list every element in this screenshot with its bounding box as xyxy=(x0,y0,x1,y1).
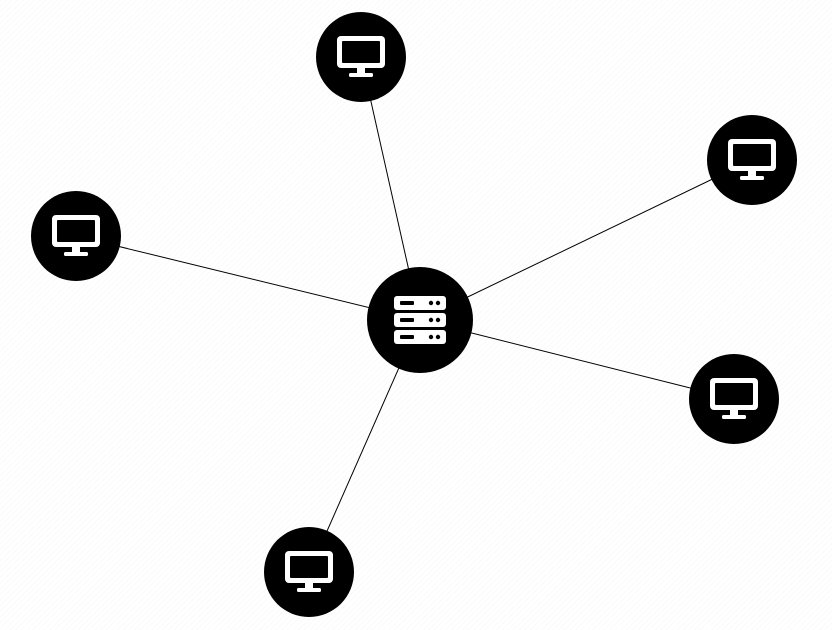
client-node-top[interactable] xyxy=(316,12,406,102)
monitor-icon xyxy=(52,215,100,256)
monitor-icon xyxy=(728,139,776,180)
server-node[interactable] xyxy=(367,267,473,373)
monitor-icon xyxy=(710,378,758,419)
monitor-icon xyxy=(337,36,385,77)
client-node-right-bottom[interactable] xyxy=(689,354,779,444)
edge-server-client-right-top xyxy=(419,159,753,321)
monitor-icon xyxy=(285,551,333,592)
client-node-right-top[interactable] xyxy=(707,115,797,205)
server-rack-icon xyxy=(394,296,446,344)
client-node-left[interactable] xyxy=(31,191,121,281)
client-node-bottom[interactable] xyxy=(264,527,354,617)
